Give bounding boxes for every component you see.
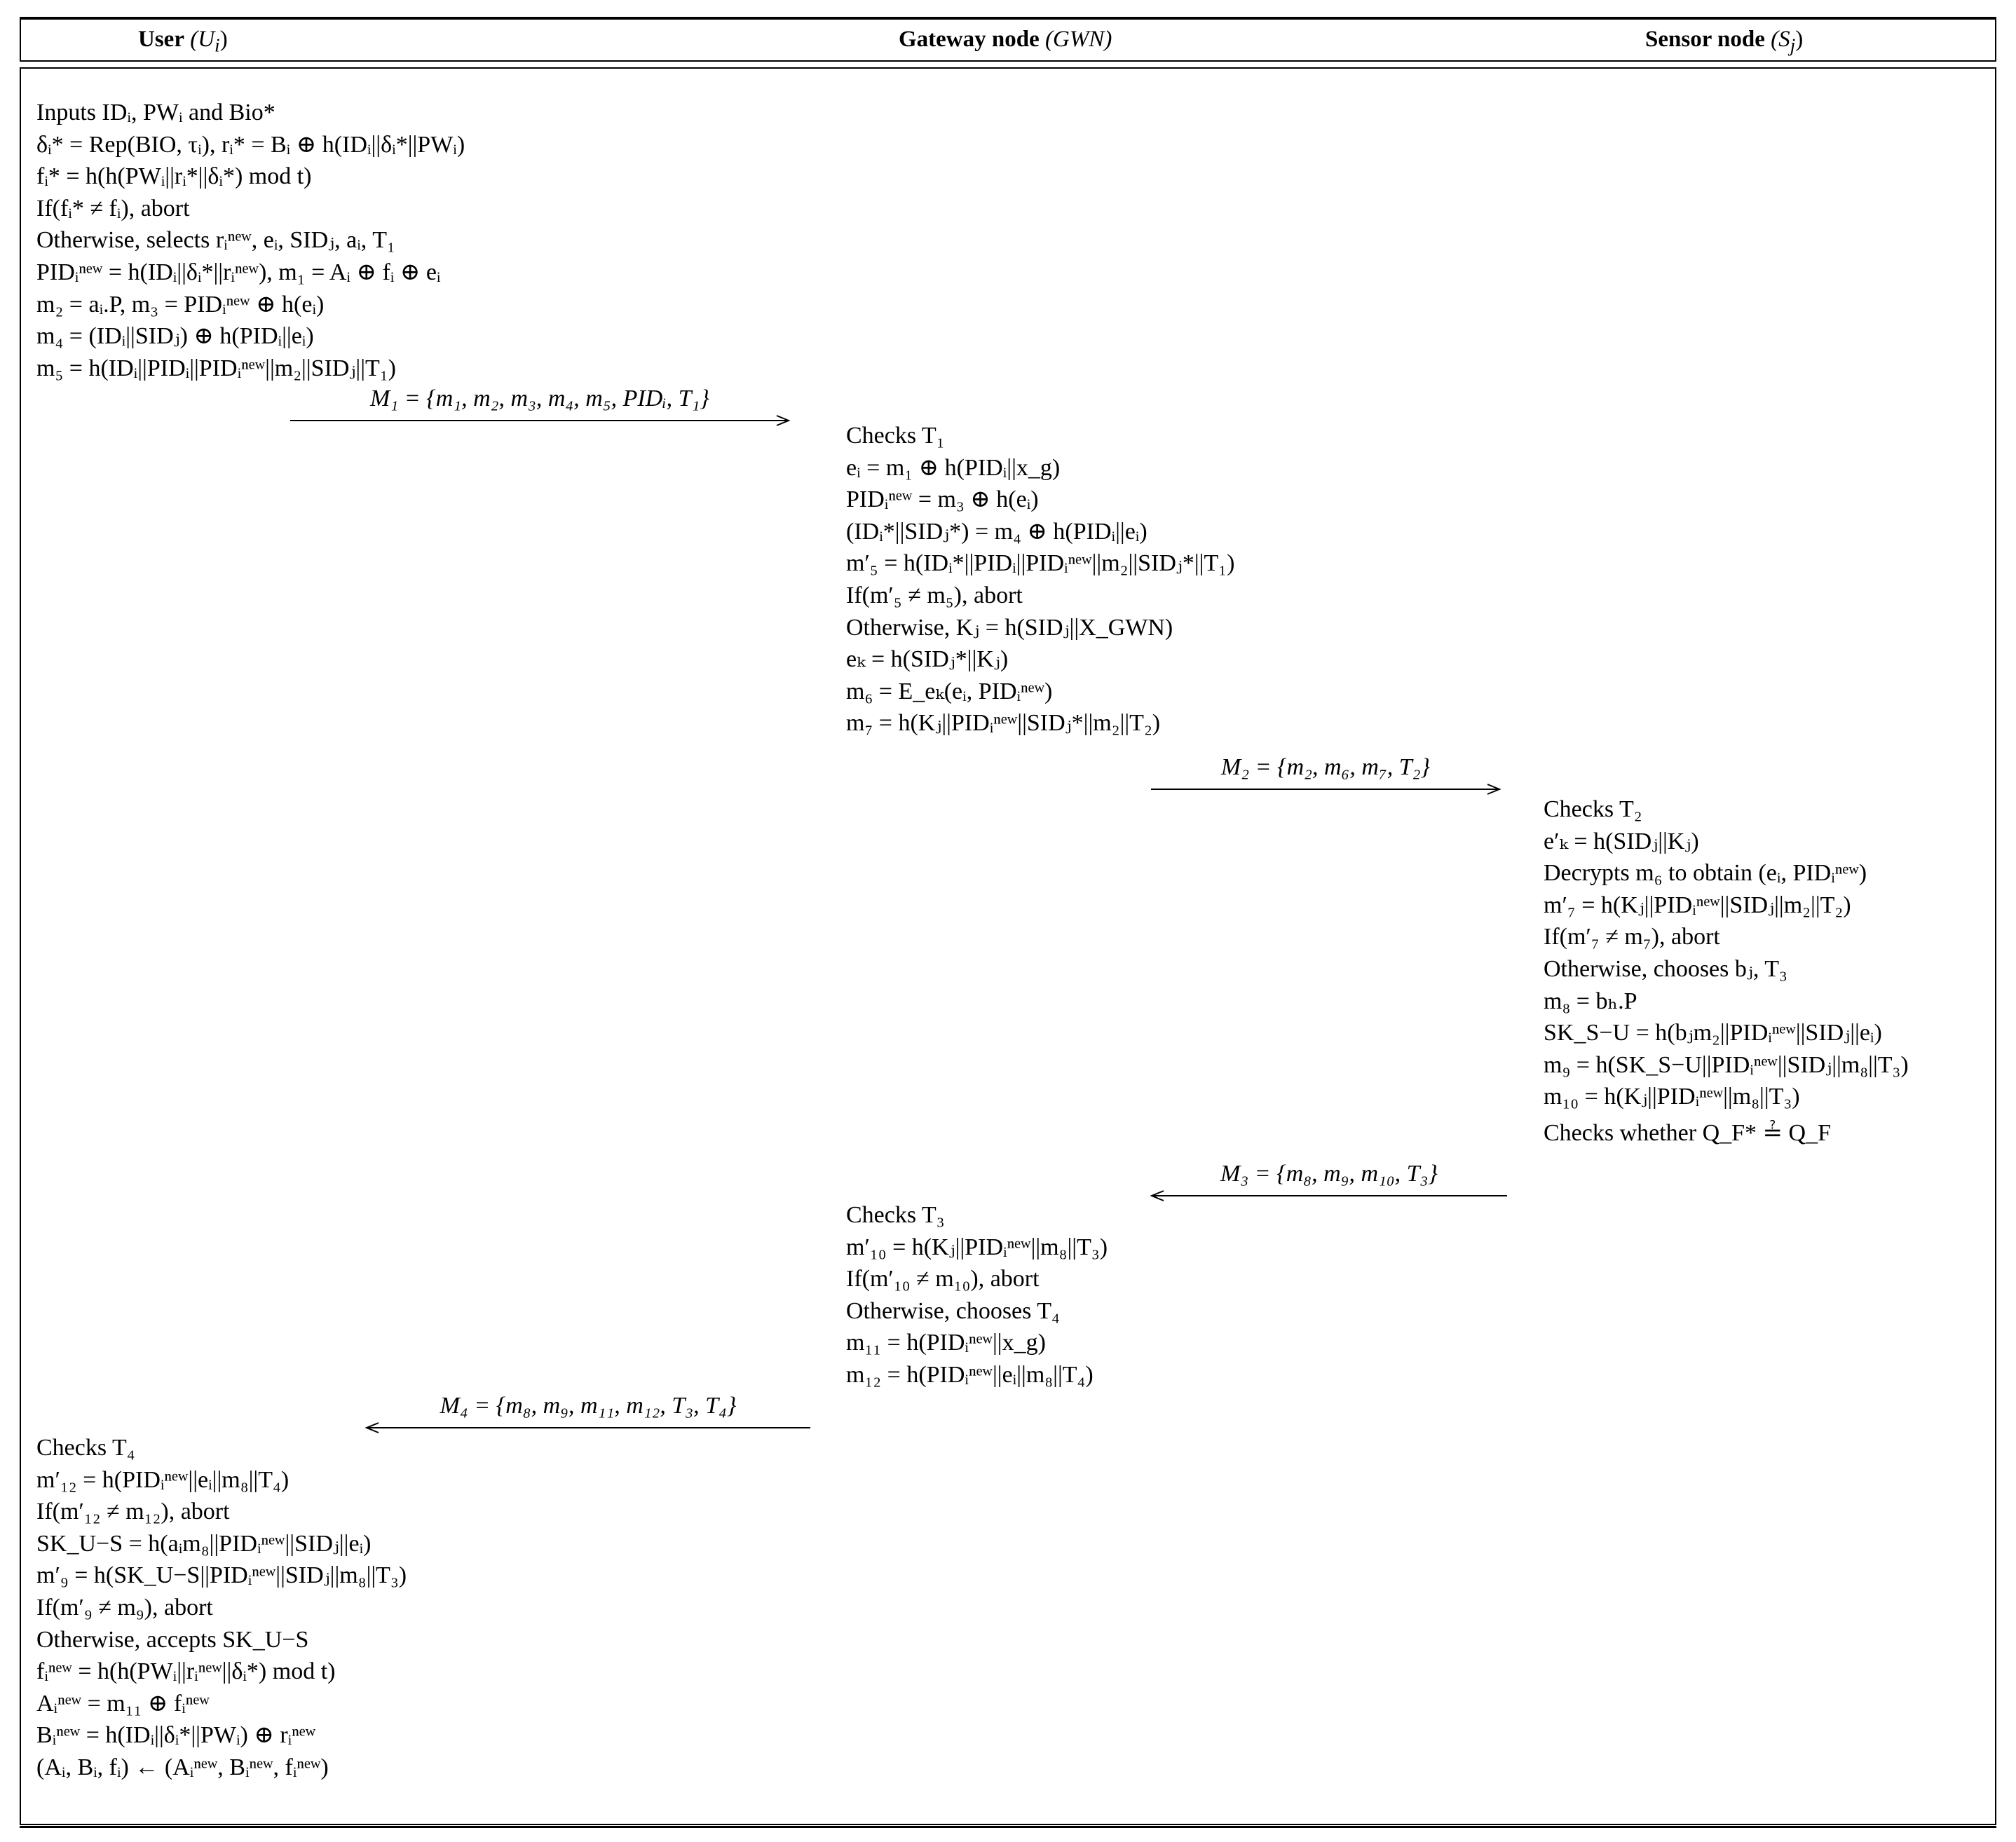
message-m1: M₁ = {m₁, m₂, m₃, m₄, m₅, PIDᵢ, T₁} [290, 377, 791, 426]
step-line: m₁₁ = h(PIDᵢⁿᵉʷ||x_g) [846, 1330, 1046, 1356]
step-line: Inputs IDᵢ, PWᵢ and Bio* [36, 100, 275, 125]
step-line: Checks T₃ [846, 1202, 945, 1228]
step-line: PIDᵢⁿᵉʷ = h(IDᵢ||δᵢ*||rᵢⁿᵉʷ), m₁ = Aᵢ ⊕ … [36, 259, 441, 285]
step-line: Otherwise, chooses T₄ [846, 1297, 1060, 1324]
header-sensor-name: Sensor node [1645, 27, 1765, 52]
message-m3-label: M₃ = {m₈, m₉, m₁₀, T₃} [1220, 1161, 1438, 1187]
user-login-steps: Inputs IDᵢ, PWᵢ and Bio* δᵢ* = Rep(BIO, … [36, 97, 465, 384]
step-line: Checks whether Q_F* ≟ Q_F [1544, 1119, 1832, 1146]
step-line: If(m′₅ ≠ m₅), abort [846, 582, 1023, 608]
step-line: SK_U−S = h(aᵢm₈||PIDᵢⁿᵉʷ||SIDⱼ||eᵢ) [36, 1530, 372, 1557]
step-line: eₖ = h(SIDⱼ*||Kⱼ) [846, 646, 1009, 673]
header-sensor-symbol: (S [1771, 27, 1790, 52]
bottom-rule [20, 1826, 1996, 1828]
step-line: (Aᵢ, Bᵢ, fᵢ) ← (Aᵢⁿᵉʷ, Bᵢⁿᵉʷ, fᵢⁿᵉʷ) [36, 1754, 329, 1780]
sensor-step: Checks T₂ e′ₖ = h(SIDⱼ||Kⱼ) Decrypts m₆ … [1544, 793, 1909, 1149]
step-line: m₅ = h(IDᵢ||PIDᵢ||PIDᵢⁿᵉʷ||m₂||SIDⱼ||T₁) [36, 355, 396, 381]
step-line: If(m′₇ ≠ m₇), abort [1544, 924, 1720, 950]
step-line: m₇ = h(Kⱼ||PIDᵢⁿᵉʷ||SIDⱼ*||m₂||T₂) [846, 710, 1161, 737]
step-line: (IDᵢ*||SIDⱼ*) = m₄ ⊕ h(PIDᵢ||eᵢ) [846, 518, 1147, 545]
step-line: m₁₀ = h(Kⱼ||PIDᵢⁿᵉʷ||m₈||T₃) [1544, 1084, 1800, 1110]
step-line: Otherwise, selects rᵢⁿᵉʷ, eᵢ, SIDⱼ, aᵢ, … [36, 227, 395, 254]
header-gateway: Gateway node (GWN) [899, 24, 1112, 55]
step-line: If(m′₁₀ ≠ m₁₀), abort [846, 1266, 1040, 1292]
step-line: If(m′₉ ≠ m₉), abort [36, 1594, 213, 1621]
step-line: eᵢ = m₁ ⊕ h(PIDᵢ||x_g) [846, 454, 1061, 481]
step-line: Aᵢⁿᵉʷ = m₁₁ ⊕ fᵢⁿᵉʷ [36, 1690, 210, 1717]
message-m4: M₄ = {m₈, m₉, m₁₁, m₁₂, T₃, T₄} [365, 1384, 810, 1433]
header-user-sub: i [214, 34, 220, 56]
step-line: Checks T₂ [1544, 796, 1642, 822]
message-m2-label: M₂ = {m₂, m₆, m₇, T₂} [1220, 754, 1431, 780]
message-m3: M₃ = {m₈, m₉, m₁₀, T₃} [1150, 1152, 1507, 1201]
message-m2: M₂ = {m₂, m₆, m₇, T₂} [1151, 746, 1501, 795]
step-line: PIDᵢⁿᵉʷ = m₃ ⊕ h(eᵢ) [846, 486, 1039, 513]
step-line: m₁₂ = h(PIDᵢⁿᵉʷ||eᵢ||m₈||T₄) [846, 1361, 1094, 1388]
step-line: m₄ = (IDᵢ||SIDⱼ) ⊕ h(PIDᵢ||eᵢ) [36, 323, 314, 350]
header-user-name: User [138, 27, 184, 52]
gateway-step-1: Checks T₁ eᵢ = m₁ ⊕ h(PIDᵢ||x_g) PIDᵢⁿᵉʷ… [846, 420, 1234, 739]
step-line: m′₅ = h(IDᵢ*||PIDᵢ||PIDᵢⁿᵉʷ||m₂||SIDⱼ*||… [846, 550, 1235, 577]
step-line: m₉ = h(SK_S−U||PIDᵢⁿᵉʷ||SIDⱼ||m₈||T₃) [1544, 1051, 1909, 1078]
arrow-left-icon [1150, 1190, 1507, 1201]
top-rule [20, 17, 1996, 19]
step-line: SK_S−U = h(bⱼm₂||PIDᵢⁿᵉʷ||SIDⱼ||eᵢ) [1544, 1020, 1882, 1046]
step-line: Otherwise, chooses bⱼ, T₃ [1544, 955, 1787, 982]
header-sensor: Sensor node (Sj) [1645, 24, 1803, 61]
header-user: User (Ui) [138, 24, 228, 61]
arrow-right-icon [1151, 784, 1501, 795]
step-line: Bᵢⁿᵉʷ = h(IDᵢ||δᵢ*||PWᵢ) ⊕ rᵢⁿᵉʷ [36, 1722, 316, 1749]
header-gateway-symbol: (GWN) [1045, 27, 1112, 52]
step-line: δᵢ* = Rep(BIO, τᵢ), rᵢ* = Bᵢ ⊕ h(IDᵢ||δᵢ… [36, 131, 465, 158]
step-line: fᵢ* = h(h(PWᵢ||rᵢ*||δᵢ*) mod t) [36, 163, 312, 190]
body-frame [20, 67, 1996, 1825]
header-frame [20, 18, 1996, 62]
message-m1-label: M₁ = {m₁, m₂, m₃, m₄, m₅, PIDᵢ, T₁} [370, 386, 709, 411]
step-line: Otherwise, accepts SK_U−S [36, 1626, 309, 1653]
header-user-symbol: (U [190, 27, 215, 52]
step-line: Checks T₄ [36, 1435, 135, 1461]
arrow-left-icon [365, 1422, 810, 1433]
header-sensor-sub: j [1790, 34, 1796, 56]
step-line: m₆ = E_eₖ(eᵢ, PIDᵢⁿᵉʷ) [846, 678, 1053, 704]
step-line: m′₁₀ = h(Kⱼ||PIDᵢⁿᵉʷ||m₈||T₃) [846, 1234, 1108, 1260]
step-line: Otherwise, Kⱼ = h(SIDⱼ||X_GWN) [846, 614, 1173, 641]
header-gateway-name: Gateway node [899, 27, 1040, 52]
step-line: If(m′₁₂ ≠ m₁₂), abort [36, 1499, 230, 1525]
step-line: m′₉ = h(SK_U−S||PIDᵢⁿᵉʷ||SIDⱼ||m₈||T₃) [36, 1562, 407, 1589]
step-line: m₈ = bₕ.P [1544, 988, 1637, 1014]
gateway-step-2: Checks T₃ m′₁₀ = h(Kⱼ||PIDᵢⁿᵉʷ||m₈||T₃) … [846, 1199, 1108, 1391]
step-line: e′ₖ = h(SIDⱼ||Kⱼ) [1544, 828, 1699, 854]
user-final-steps: Checks T₄ m′₁₂ = h(PIDᵢⁿᵉʷ||eᵢ||m₈||T₄) … [36, 1432, 407, 1784]
message-m4-label: M₄ = {m₈, m₉, m₁₁, m₁₂, T₃, T₄} [440, 1393, 737, 1419]
header-user-close: ) [219, 27, 228, 52]
step-line: m₂ = aᵢ.P, m₃ = PIDᵢⁿᵉʷ ⊕ h(eᵢ) [36, 291, 325, 318]
step-line: Decrypts m₆ to obtain (eᵢ, PIDᵢⁿᵉʷ) [1544, 860, 1867, 887]
step-line: If(fᵢ* ≠ fᵢ), abort [36, 195, 190, 221]
arrow-right-icon [290, 415, 791, 426]
step-line: Checks T₁ [846, 423, 945, 449]
header-sensor-close: ) [1795, 27, 1804, 52]
step-line: m′₇ = h(Kⱼ||PIDᵢⁿᵉʷ||SIDⱼ||m₂||T₂) [1544, 892, 1851, 918]
step-line: fᵢⁿᵉʷ = h(h(PWᵢ||rᵢⁿᵉʷ||δᵢ*) mod t) [36, 1658, 336, 1685]
step-line: m′₁₂ = h(PIDᵢⁿᵉʷ||eᵢ||m₈||T₄) [36, 1466, 290, 1493]
